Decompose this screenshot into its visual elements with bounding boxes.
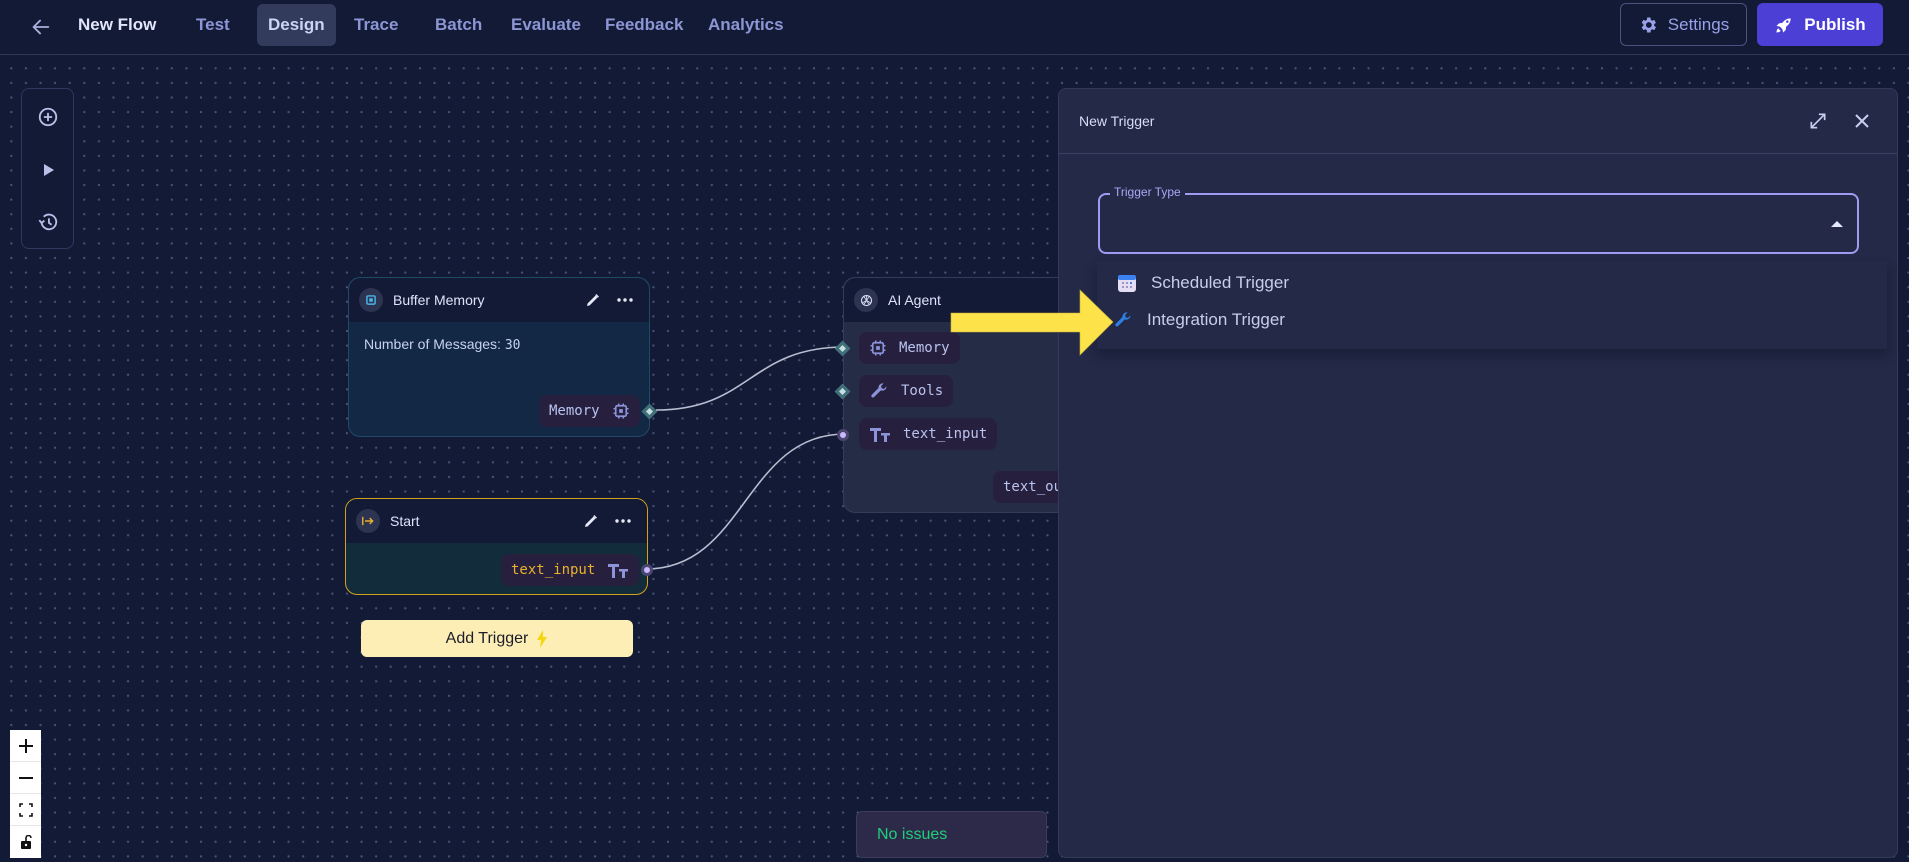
top-bar: New Flow Test Design Trace Batch Evaluat…: [0, 0, 1909, 55]
issues-text: No issues: [877, 825, 948, 843]
node-header: Start: [346, 499, 647, 543]
zoom-controls: [10, 730, 41, 858]
panel-title: New Trigger: [1079, 113, 1155, 129]
tab-analytics[interactable]: Analytics: [708, 15, 784, 34]
output-port-text-input[interactable]: text_input: [501, 554, 640, 586]
toggle-lock-button[interactable]: [10, 826, 41, 858]
zoom-in-button[interactable]: [10, 730, 41, 762]
node-header: AI Agent: [844, 278, 1082, 322]
more-horizontal-icon: [617, 298, 633, 302]
publish-button[interactable]: Publish: [1757, 3, 1883, 46]
settings-label: Settings: [1667, 14, 1730, 34]
back-button[interactable]: [26, 12, 56, 42]
tab-batch[interactable]: Batch: [435, 15, 483, 34]
add-node-button[interactable]: [33, 102, 63, 132]
text-type-icon: [608, 564, 629, 578]
tab-feedback[interactable]: Feedback: [605, 15, 684, 34]
openai-icon: [854, 288, 878, 312]
port-label: Memory: [549, 403, 600, 419]
start-arrow-icon: [356, 509, 380, 533]
settings-button[interactable]: Settings: [1620, 3, 1747, 46]
port-label: text_input: [511, 562, 596, 578]
port-label: Tools: [901, 383, 944, 399]
expand-icon: [1810, 113, 1826, 129]
expand-panel-button[interactable]: [1803, 106, 1833, 136]
param-label: Number of Messages:: [364, 336, 501, 352]
port-label: text_ou: [1003, 479, 1063, 495]
publish-label: Publish: [1804, 14, 1866, 34]
add-circle-icon: [38, 107, 58, 127]
pencil-icon: [587, 294, 599, 306]
add-trigger-label: Add Trigger: [445, 629, 529, 647]
param-value: 30: [504, 338, 521, 353]
text-input-input-handle[interactable]: [837, 429, 849, 441]
caret-up-icon[interactable]: [1831, 221, 1843, 227]
left-toolbar: [21, 88, 74, 249]
tab-trace[interactable]: Trace: [354, 15, 399, 34]
node-menu-button[interactable]: [611, 509, 635, 533]
node-title: Start: [390, 513, 420, 529]
fit-view-icon: [18, 802, 33, 817]
plus-icon: [18, 738, 33, 753]
input-port-tools[interactable]: Tools: [859, 375, 954, 407]
chip-icon: [613, 403, 629, 419]
edit-node-button[interactable]: [581, 288, 605, 312]
more-horizontal-icon: [615, 519, 631, 523]
wrench-icon: [871, 383, 887, 398]
node-menu-button[interactable]: [613, 288, 637, 312]
history-button[interactable]: [33, 207, 63, 237]
wrench-icon: [1115, 312, 1131, 327]
text-type-icon: [870, 428, 890, 442]
output-port-memory[interactable]: Memory: [539, 395, 640, 427]
buffer-memory-node[interactable]: Buffer Memory Number of Messages: 30 Mem…: [348, 277, 658, 437]
trigger-type-listbox: Scheduled Trigger Integration Trigger: [1097, 261, 1887, 349]
text-input-output-handle[interactable]: [641, 564, 653, 576]
node-header: Buffer Memory: [349, 278, 649, 322]
port-label: Memory: [899, 340, 950, 356]
arrow-left-icon: [32, 19, 50, 35]
edit-node-button[interactable]: [579, 509, 603, 533]
ai-agent-node[interactable]: AI Agent Memory Tools text_input text_ou: [834, 277, 1083, 513]
zoom-out-button[interactable]: [10, 762, 41, 794]
trigger-type-select[interactable]: Trigger Type: [1098, 185, 1859, 254]
option-scheduled-trigger[interactable]: Scheduled Trigger: [1117, 266, 1289, 300]
panel-header: New Trigger: [1059, 89, 1897, 154]
issues-status-badge[interactable]: No issues: [856, 811, 1047, 858]
add-trigger-button[interactable]: Add Trigger: [361, 620, 633, 657]
chip-icon: [359, 288, 383, 312]
close-icon: [1855, 114, 1869, 128]
tab-design[interactable]: Design: [257, 4, 336, 46]
node-title: AI Agent: [888, 292, 941, 308]
pencil-icon: [585, 515, 597, 527]
fit-view-button[interactable]: [10, 794, 41, 826]
tab-evaluate[interactable]: Evaluate: [511, 15, 581, 34]
tab-test[interactable]: Test: [196, 15, 230, 34]
gear-icon: [1641, 17, 1656, 32]
input-port-memory[interactable]: Memory: [859, 332, 960, 364]
input-port-text-input[interactable]: text_input: [859, 418, 998, 450]
calendar-icon: [1118, 275, 1136, 292]
unlock-icon: [20, 835, 32, 849]
lightning-icon: [537, 629, 548, 648]
history-icon: [38, 213, 58, 231]
option-integration-trigger[interactable]: Integration Trigger: [1113, 303, 1285, 337]
rocket-icon: [1776, 17, 1791, 32]
option-label: Scheduled Trigger: [1151, 273, 1289, 292]
play-icon: [44, 164, 54, 176]
close-panel-button[interactable]: [1847, 106, 1877, 136]
option-label: Integration Trigger: [1147, 310, 1285, 329]
run-flow-button[interactable]: [33, 155, 63, 185]
minus-icon: [18, 776, 33, 779]
node-title: Buffer Memory: [393, 292, 485, 308]
chip-icon: [870, 340, 886, 356]
trigger-type-label: Trigger Type: [1110, 185, 1185, 199]
flow-title: New Flow: [78, 15, 157, 34]
start-node[interactable]: Start text_input: [345, 498, 653, 595]
param-number-of-messages: Number of Messages: 30: [364, 336, 521, 353]
port-label: text_input: [903, 426, 988, 442]
new-trigger-panel: New Trigger Trigger Type Scheduled Trigg…: [1058, 88, 1898, 858]
